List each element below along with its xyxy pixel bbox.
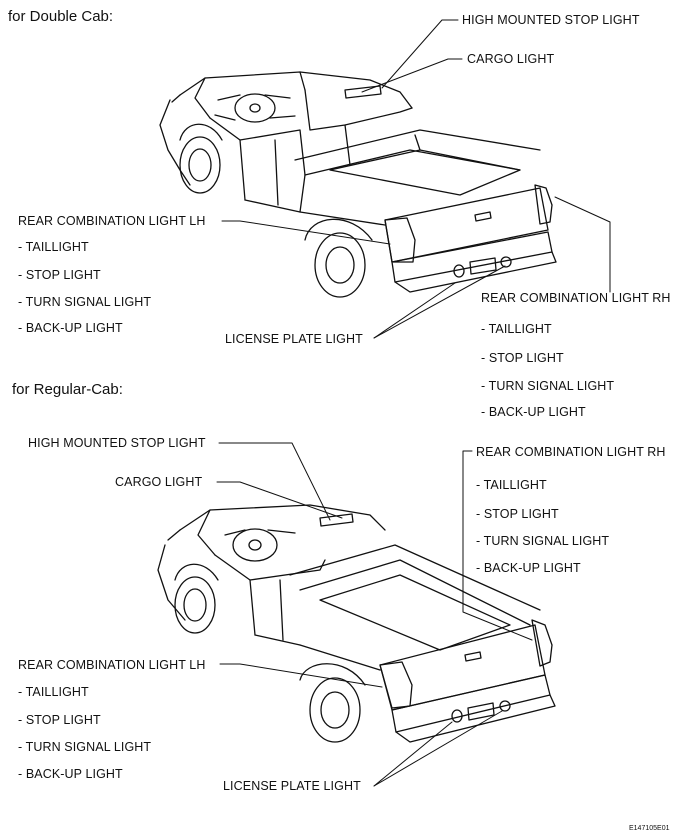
regular-cab-rear-lh-item: - STOP LIGHT — [18, 713, 101, 727]
regular-cab-heading: for Regular-Cab: — [12, 381, 123, 398]
double-cab-rear-rh-item: - STOP LIGHT — [481, 351, 564, 365]
double-cab-heading: for Double Cab: — [8, 8, 114, 25]
double-cab-rear-lh-item: - TURN SIGNAL LIGHT — [18, 295, 152, 309]
double-cab-rear-rh-item: - TAILLIGHT — [481, 322, 552, 336]
double-cab-rear-rh-item: - TURN SIGNAL LIGHT — [481, 379, 615, 393]
double-cab-truck-illustration — [159, 71, 557, 298]
regular-cab-rear-lh-item: - TURN SIGNAL LIGHT — [18, 740, 152, 754]
double-cab-high-mounted-stop-light-label: HIGH MOUNTED STOP LIGHT — [462, 13, 640, 27]
double-cab-rear-lh-item: - STOP LIGHT — [18, 268, 101, 282]
double-cab-rear-rh-item: - BACK-UP LIGHT — [481, 405, 586, 419]
regular-cab-truck-illustration — [157, 504, 556, 743]
regular-cab-rear-rh-item: - TURN SIGNAL LIGHT — [476, 534, 610, 548]
leader-lines — [216, 19, 611, 787]
regular-cab-rear-lh-item: - TAILLIGHT — [18, 685, 89, 699]
double-cab-rear-rh-title: REAR COMBINATION LIGHT RH — [481, 291, 671, 305]
regular-cab-rear-rh-item: - STOP LIGHT — [476, 507, 559, 521]
double-cab-license-plate-light-label: LICENSE PLATE LIGHT — [225, 332, 363, 346]
double-cab-cargo-light-label: CARGO LIGHT — [467, 52, 555, 66]
regular-cab-high-mounted-stop-light-label: HIGH MOUNTED STOP LIGHT — [28, 436, 206, 450]
regular-cab-rear-lh-title: REAR COMBINATION LIGHT LH — [18, 658, 206, 672]
regular-cab-cargo-light-label: CARGO LIGHT — [115, 475, 203, 489]
regular-cab-rear-lh-item: - BACK-UP LIGHT — [18, 767, 123, 781]
regular-cab-rear-rh-title: REAR COMBINATION LIGHT RH — [476, 445, 666, 459]
figure-code: E147105E01 — [629, 825, 670, 832]
double-cab-rear-lh-item: - BACK-UP LIGHT — [18, 321, 123, 335]
regular-cab-rear-rh-item: - TAILLIGHT — [476, 478, 547, 492]
double-cab-rear-lh-title: REAR COMBINATION LIGHT LH — [18, 214, 206, 228]
double-cab-rear-lh-item: - TAILLIGHT — [18, 240, 89, 254]
regular-cab-license-plate-light-label: LICENSE PLATE LIGHT — [223, 779, 361, 793]
regular-cab-rear-rh-item: - BACK-UP LIGHT — [476, 561, 581, 575]
